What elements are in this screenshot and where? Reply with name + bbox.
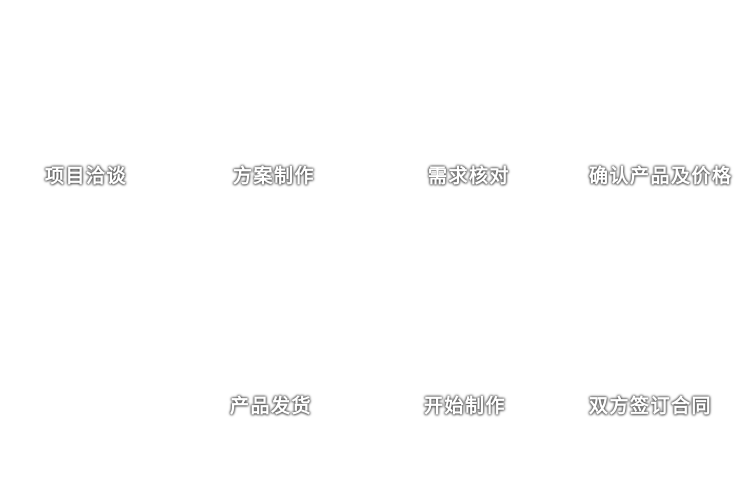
flow-step-start-production: 开始制作: [424, 395, 507, 417]
flow-step-requirement-check: 需求核对: [428, 165, 511, 187]
flow-step-project-negotiation: 项目洽谈: [45, 165, 128, 187]
flow-step-proposal-creation: 方案制作: [233, 165, 316, 187]
flow-step-product-shipping: 产品发货: [230, 395, 313, 417]
flow-step-confirm-product-and-price: 确认产品及价格: [589, 165, 733, 187]
flow-step-sign-contract: 双方签订合同: [589, 395, 713, 417]
